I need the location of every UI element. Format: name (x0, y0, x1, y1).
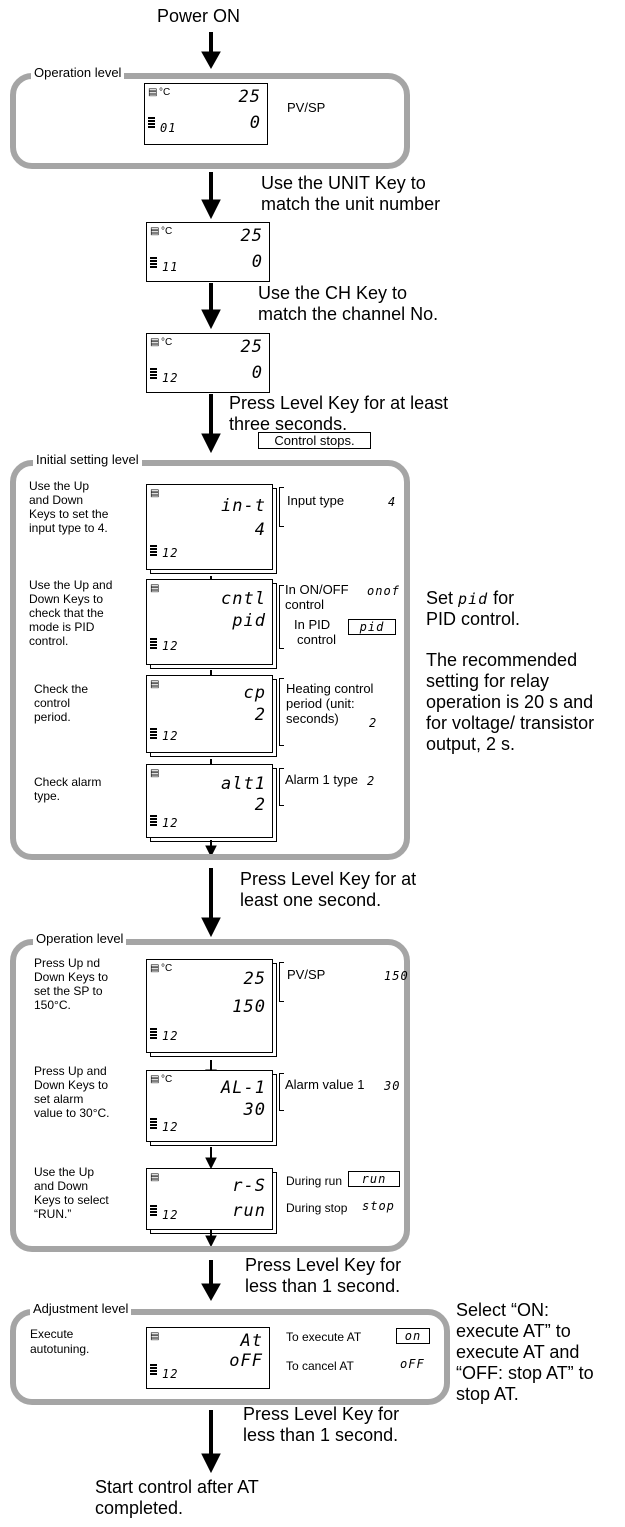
arrow-small-6 (205, 1147, 217, 1170)
desc-alarm-type: Alarm 1 type (285, 772, 358, 787)
desc-execute-at: To execute AT (286, 1330, 362, 1344)
level-1s-text-2: least one second. (240, 890, 382, 910)
lcd-operation-1: ▤ °C 25 01 0 (144, 83, 268, 145)
level-1s-text-1: Press Level Key for at (240, 869, 417, 889)
control-stops-box: Control stops. (258, 432, 371, 449)
val-alarm-type: 2 (367, 774, 376, 788)
desc-input-type: Input type (287, 493, 345, 508)
lcd-autotuning: ▤ At 12 oFF (146, 1327, 270, 1389)
pvsp-label-1: PV/SP (287, 100, 326, 115)
desc-pvsp-2: PV/SP (287, 967, 326, 982)
initial-setting-level-label: Initial setting level (33, 453, 142, 467)
val-onoff: onof (367, 584, 400, 598)
val-control-period: 2 (369, 716, 378, 730)
arrow-small-7 (205, 1230, 217, 1248)
val-sp: 150 (384, 969, 409, 983)
ch-key-text-2: match the channel No. (258, 304, 439, 324)
arrow-ch (201, 283, 221, 330)
lcd-control-mode: ▤ cntl 12 pid (146, 579, 273, 665)
val-run: run (348, 1171, 400, 1187)
lcd-alarm-value: ▤ °C AL-1 12 30 (146, 1070, 273, 1142)
bracket-1 (279, 487, 284, 527)
arrow-level-3s (201, 394, 221, 454)
val-cancel-at: oFF (400, 1357, 425, 1371)
side-note-set-pid: Set pid for (426, 588, 515, 608)
status-indicator-icon: ▤ (150, 488, 160, 499)
less-1s-text-2b: less than 1 second. (243, 1425, 399, 1445)
desc-alarm-value: Alarm value 1 (285, 1077, 365, 1092)
adjustment-level-label: Adjustment level (30, 1302, 132, 1316)
operation-level-label-2: Operation level (33, 932, 127, 946)
val-alarm-value: 30 (384, 1079, 401, 1093)
less-1s-text-1b: Press Level Key for (243, 1404, 400, 1424)
desc-during-run: During run (286, 1174, 343, 1188)
bracket-6 (279, 1073, 284, 1111)
unit-key-text-1: Use the UNIT Key to (261, 173, 426, 193)
status-indicator-icon: ▤ (150, 583, 160, 594)
status-indicator-icon: ▤ (150, 226, 160, 237)
arrow-less-1a (201, 1260, 221, 1302)
lcd-unit: ▤ °C 25 11 0 (146, 222, 270, 282)
level-3s-text-1: Press Level Key for at least (229, 393, 449, 413)
operation-level-group-2 (10, 939, 410, 1252)
arrow-level-1s (201, 868, 221, 938)
lcd-control-period: ▤ cp 12 2 (146, 675, 273, 753)
bracket-2 (279, 585, 284, 649)
end-text-1: Start control after AT (95, 1477, 259, 1497)
lcd-input-type: ▤ in-t 12 4 (146, 484, 273, 570)
status-indicator-icon: ▤ (150, 1074, 160, 1085)
status-indicator-icon: ▤ (150, 1172, 160, 1183)
less-1s-text-2a: less than 1 second. (245, 1276, 401, 1296)
status-indicator-icon: ▤ (150, 768, 160, 779)
arrow-unit (201, 172, 221, 220)
lcd-set-sp: ▤ °C 25 12 150 (146, 959, 273, 1053)
lcd-ch: ▤ °C 25 12 0 (146, 333, 270, 393)
less-1s-text-1a: Press Level Key for (245, 1255, 402, 1275)
val-execute-at: on (396, 1328, 430, 1344)
bracket-5 (279, 962, 284, 1002)
side-note-pid-control: PID control. (426, 609, 521, 629)
power-on-label: Power ON (157, 6, 241, 26)
end-text-2: completed. (95, 1498, 184, 1518)
adjustment-level-group (10, 1309, 450, 1405)
unit-key-text-2: match the unit number (261, 194, 441, 214)
bracket-3 (279, 678, 284, 746)
desc-during-stop: During stop (286, 1201, 348, 1215)
status-indicator-icon: ▤ (150, 337, 160, 348)
bracket-4 (279, 768, 284, 806)
side-note-at: Select “ON:execute AT” to execute AT and… (456, 1300, 594, 1404)
level-3s-text-2: three seconds. (229, 414, 348, 434)
status-indicator-icon: ▤ (150, 1331, 160, 1342)
arrow-power-on (201, 32, 221, 70)
operation-level-label-1: Operation level (31, 66, 125, 80)
ch-key-text-1: Use the CH Key to (258, 283, 408, 303)
status-indicator-icon: ▤ (148, 87, 158, 98)
val-pid: pid (348, 619, 396, 635)
arrow-less-1b (201, 1410, 221, 1474)
val-input-type: 4 (388, 495, 397, 509)
initial-setting-level-group (10, 460, 410, 860)
status-indicator-icon: ▤ (150, 679, 160, 690)
val-stop: stop (362, 1199, 395, 1213)
lcd-run-stop: ▤ r-S 12 run (146, 1168, 273, 1230)
desc-cancel-at: To cancel AT (286, 1359, 354, 1373)
lcd-alarm-type: ▤ alt1 12 2 (146, 764, 273, 838)
operation-level-group-1 (10, 73, 410, 169)
status-indicator-icon: ▤ (150, 963, 160, 974)
